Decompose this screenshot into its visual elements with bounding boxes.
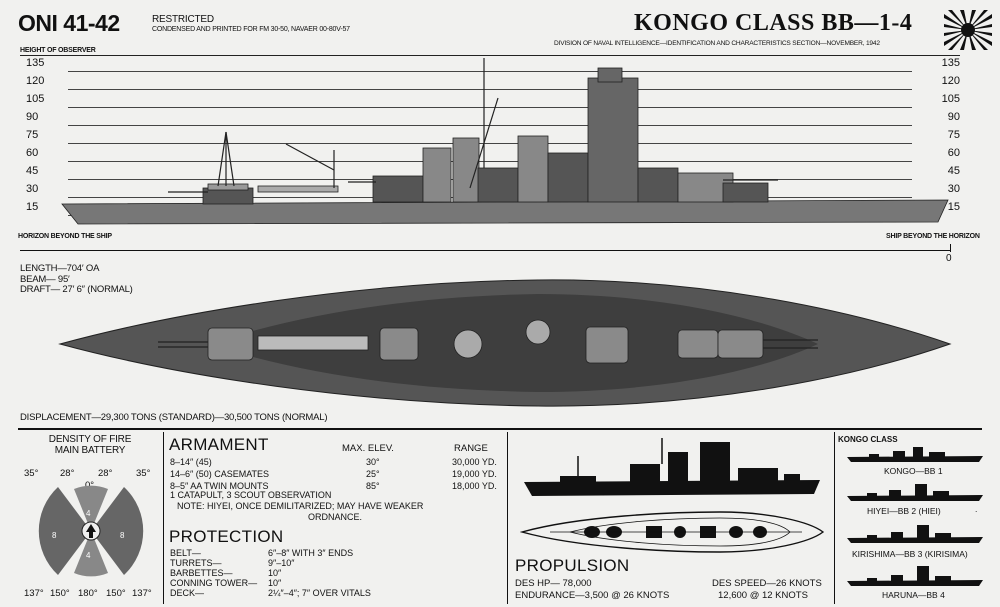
max-elevation-header: MAX. ELEV. xyxy=(342,443,394,454)
ship-hiyei: HIYEI—BB 2 (HIEI) xyxy=(867,506,941,516)
scale-level: 15 xyxy=(947,201,960,213)
armament-note: NOTE: HIYEI, ONCE DEMILITARIZED; MAY HAV… xyxy=(177,501,424,511)
scale-level: 105 xyxy=(26,93,45,105)
propulsion-title: PROPULSION xyxy=(515,556,630,575)
density-angle: 28° xyxy=(98,468,113,479)
density-of-fire-title: DENSITY OF FIRE MAIN BATTERY xyxy=(48,434,132,456)
density-bottom-angle: 180° xyxy=(78,588,98,599)
scale-level: 45 xyxy=(26,165,39,177)
density-zero-angle: 0° xyxy=(85,480,95,491)
scale-level: 120 xyxy=(26,75,45,87)
draft-value: DRAFT— 27′ 6″ (NORMAL) xyxy=(20,284,133,295)
kirishima-silhouette xyxy=(847,525,983,543)
armament-table: 8–14″ (45) 30° 30,000 YD. 14–6″ (50) CAS… xyxy=(170,457,497,491)
ship-profile-illustration xyxy=(61,58,949,225)
ship-kirishima: KIRISHIMA—BB 3 (KIRISIMA) xyxy=(852,549,968,559)
ship-plan-silhouette xyxy=(520,511,825,553)
document-code: ONI 41-42 xyxy=(18,10,120,36)
scale-level: 45 xyxy=(947,165,960,177)
design-horsepower: DES HP— 78,000 xyxy=(515,578,592,589)
restricted-label: RESTRICTED xyxy=(152,14,214,25)
distance-baseline xyxy=(20,250,951,251)
density-bottom-angle: 150° xyxy=(50,588,70,599)
density-angle: 35° xyxy=(24,468,39,479)
length-value: LENGTH—704′ OA xyxy=(20,263,100,274)
ship-dimensions: LENGTH—704′ OA BEAM— 95′ DRAFT— 27′ 6″ (… xyxy=(20,263,133,296)
kongo-silhouette xyxy=(847,447,983,462)
catapult-note: 1 CATAPULT, 3 SCOUT OBSERVATION xyxy=(170,490,332,500)
scale-level: 75 xyxy=(26,129,39,141)
observer-height-label: HEIGHT OF OBSERVER xyxy=(20,47,96,54)
rising-sun-flag-icon xyxy=(944,10,992,50)
armament-title: ARMAMENT xyxy=(169,435,269,454)
haruna-silhouette xyxy=(847,566,983,586)
scale-level: 90 xyxy=(947,111,960,123)
protection-title: PROTECTION xyxy=(169,527,284,546)
density-angle: 35° xyxy=(136,468,151,479)
density-bottom-angle: 137° xyxy=(132,588,152,599)
column-divider xyxy=(163,432,164,604)
column-divider xyxy=(834,432,835,604)
hiyei-silhouette xyxy=(847,484,983,501)
scale-level: 105 xyxy=(941,93,960,105)
scale-level: 135 xyxy=(941,57,960,69)
stray-mark: . xyxy=(975,504,978,514)
density-angle: 28° xyxy=(60,468,75,479)
baseline-zero: 0 xyxy=(946,253,952,264)
armament-note-cont: ORDNANCE. xyxy=(308,512,363,522)
scale-level: 60 xyxy=(947,147,960,159)
scale-level: 60 xyxy=(26,147,39,159)
displacement-value: DISPLACEMENT—29,300 TONS (STANDARD)—30,5… xyxy=(20,412,328,423)
division-note: DIVISION OF NAVAL INTELLIGENCE—IDENTIFIC… xyxy=(554,40,880,47)
endurance-value: ENDURANCE—3,500 @ 26 KNOTS xyxy=(515,590,670,601)
horizon-beyond-ship-label: HORIZON BEYOND THE SHIP xyxy=(18,233,112,240)
scale-level: 120 xyxy=(941,75,960,87)
endurance-secondary: 12,600 @ 12 KNOTS xyxy=(718,590,808,601)
protection-table: BELT— 6″–8″ WITH 3″ ENDS TURRETS— 9″–10″… xyxy=(170,548,371,598)
scale-level: 30 xyxy=(26,183,39,195)
ship-plan-view-illustration xyxy=(58,279,952,407)
density-bottom-angle: 150° xyxy=(106,588,126,599)
density-value: 8 xyxy=(120,531,125,540)
scale-level: 75 xyxy=(947,129,960,141)
range-header: RANGE xyxy=(454,443,488,454)
beam-value: BEAM— 95′ xyxy=(20,273,70,285)
ship-beyond-horizon-label: SHIP BEYOND THE HORIZON xyxy=(886,233,980,240)
density-bottom-angle: 137° xyxy=(24,588,44,599)
column-divider xyxy=(507,432,508,604)
class-list-title: KONGO CLASS xyxy=(838,435,898,444)
page-title: KONGO CLASS BB—1-4 xyxy=(634,10,913,36)
scale-level: 90 xyxy=(26,111,39,123)
baseline-tick xyxy=(950,244,951,252)
scale-level: 30 xyxy=(947,183,960,195)
design-speed: DES SPEED—26 KNOTS xyxy=(712,578,822,589)
section-divider xyxy=(18,428,982,430)
scale-level: 15 xyxy=(26,201,39,213)
density-value: 4 xyxy=(86,551,91,560)
ship-side-silhouette xyxy=(524,438,820,496)
density-of-fire-diagram xyxy=(38,485,144,577)
scale-level: 135 xyxy=(26,57,45,69)
ship-kongo: KONGO—BB 1 xyxy=(884,466,943,476)
condensed-note: CONDENSED AND PRINTED FOR FM 30-50, NAVA… xyxy=(152,26,350,33)
ship-haruna: HARUNA—BB 4 xyxy=(882,590,945,600)
density-value: 4 xyxy=(86,509,91,518)
density-value: 8 xyxy=(52,531,57,540)
